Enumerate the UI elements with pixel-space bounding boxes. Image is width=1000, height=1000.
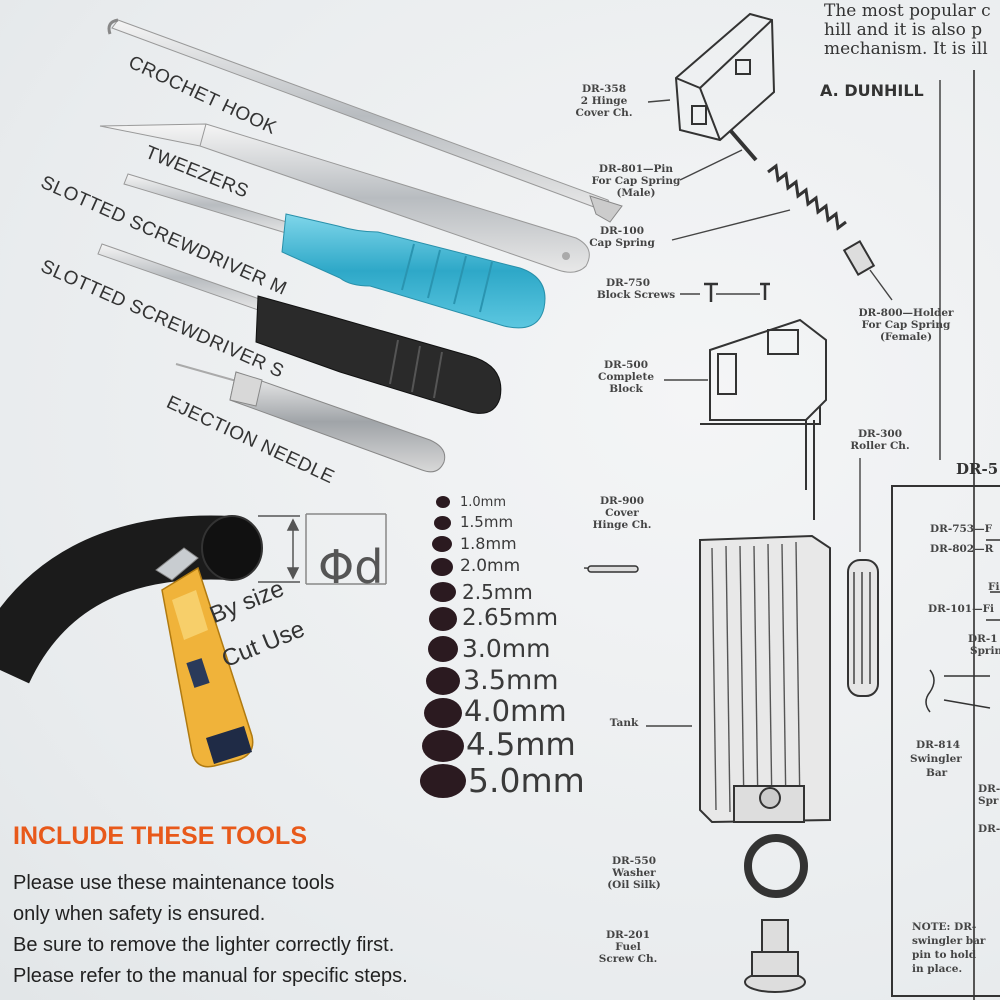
part-label: DR-750 bbox=[606, 277, 650, 289]
inset-item: Bar bbox=[926, 767, 948, 779]
tweezers-tool bbox=[99, 123, 590, 273]
o-ring-dot bbox=[431, 558, 453, 576]
notice-line: Please refer to the manual for specific … bbox=[13, 965, 408, 987]
manual-header-line: The most popular c bbox=[824, 1, 991, 21]
part-label: Cover bbox=[605, 507, 639, 519]
inset-title: DR-5 bbox=[956, 460, 998, 478]
size-label: 2.65mm bbox=[462, 605, 559, 631]
part-label: Washer bbox=[611, 867, 656, 879]
o-ring-dot bbox=[422, 730, 464, 762]
part-label: Complete bbox=[598, 371, 654, 383]
size-label: 1.0mm bbox=[460, 495, 507, 510]
part-label: DR-201 bbox=[606, 929, 650, 941]
part-label: Tank bbox=[610, 717, 639, 729]
part-label: 2 Hinge bbox=[581, 95, 628, 107]
manual-section-title: A. DUNHILL bbox=[820, 81, 924, 100]
inset-note: in place. bbox=[912, 963, 962, 975]
part-label: (Female) bbox=[880, 331, 932, 343]
screwdriver-m-tool bbox=[123, 173, 546, 329]
crochet-hook-tool bbox=[107, 18, 623, 223]
size-label: 2.0mm bbox=[460, 556, 521, 576]
ejection-needle-tool bbox=[175, 363, 446, 473]
part-label: Fuel bbox=[615, 941, 641, 953]
o-ring-dot bbox=[428, 636, 458, 662]
inset-item: DR-753—F bbox=[930, 523, 993, 535]
notice-line: only when safety is ensured. bbox=[13, 903, 266, 925]
part-label: DR-358 bbox=[582, 83, 626, 95]
size-label: 4.5mm bbox=[466, 727, 576, 763]
o-ring-dot bbox=[430, 582, 456, 602]
size-label: 2.5mm bbox=[462, 580, 533, 604]
part-label: (Oil Silk) bbox=[607, 879, 661, 891]
rubber-tubing bbox=[0, 515, 263, 685]
notice-line: Be sure to remove the lighter correctly … bbox=[13, 934, 395, 956]
inset-item: DR-814 bbox=[916, 739, 960, 751]
inset-item: DR-1 bbox=[968, 633, 998, 645]
notice-line: Please use these maintenance tools bbox=[13, 872, 335, 894]
inset-item: DR- bbox=[978, 823, 1000, 835]
inset-note: NOTE: DR- bbox=[912, 921, 976, 933]
manual-header-line: hill and it is also p bbox=[824, 20, 982, 40]
manual-header-line: mechanism. It is ill bbox=[824, 39, 988, 59]
o-ring-dot bbox=[424, 698, 462, 728]
size-label: 4.0mm bbox=[464, 694, 567, 728]
o-ring-dot bbox=[429, 607, 457, 631]
size-label: 3.5mm bbox=[463, 665, 559, 696]
part-label: For Cap Spring bbox=[862, 319, 951, 331]
o-ring-dot bbox=[420, 764, 466, 798]
part-label: Cap Spring bbox=[589, 237, 655, 249]
part-label: DR-300 bbox=[858, 428, 902, 440]
inset-item: Spr bbox=[978, 795, 999, 807]
inset-item: DR-802—R bbox=[930, 543, 994, 555]
inset-note: pin to hold bbox=[912, 949, 977, 961]
inset-item: Swingler bbox=[910, 753, 962, 765]
utility-cutter bbox=[155, 547, 254, 768]
part-label: DR-900 bbox=[600, 495, 644, 507]
part-label: DR-100 bbox=[600, 225, 644, 237]
o-ring-dot bbox=[436, 496, 450, 508]
o-ring-dot bbox=[434, 516, 451, 530]
part-label: Block Screws bbox=[597, 289, 675, 301]
part-label: Cover Ch. bbox=[576, 107, 633, 119]
part-label: For Cap Spring bbox=[592, 175, 681, 187]
size-label: 5.0mm bbox=[468, 761, 585, 800]
inset-item: DR-101—Fi bbox=[928, 603, 994, 615]
o-ring-dot bbox=[426, 667, 460, 695]
inset-note: swingler bar bbox=[912, 935, 986, 947]
inset-item: Sprin bbox=[970, 645, 1000, 657]
part-label: Hinge Ch. bbox=[593, 519, 652, 531]
part-label: Roller Ch. bbox=[850, 440, 909, 452]
o-ring-dot bbox=[432, 536, 452, 552]
size-label: 1.8mm bbox=[460, 534, 517, 553]
diameter-dimension bbox=[258, 513, 387, 585]
diameter-symbol: Φd bbox=[318, 540, 384, 594]
inset-item: DR- bbox=[978, 783, 1000, 795]
part-label: Screw Ch. bbox=[599, 953, 658, 965]
size-label: 1.5mm bbox=[460, 513, 514, 531]
size-label: 3.0mm bbox=[462, 634, 551, 663]
part-label: DR-801—Pin bbox=[599, 163, 673, 175]
part-label: (Male) bbox=[616, 187, 655, 199]
include-tools-title: INCLUDE THESE TOOLS bbox=[13, 822, 308, 850]
part-label: DR-550 bbox=[612, 855, 656, 867]
part-label: DR-500 bbox=[604, 359, 648, 371]
part-label: Block bbox=[609, 383, 643, 395]
inset-item: Fi bbox=[988, 581, 999, 593]
part-label: DR-800—Holder bbox=[858, 307, 954, 319]
screwdriver-s-tool bbox=[97, 243, 502, 414]
